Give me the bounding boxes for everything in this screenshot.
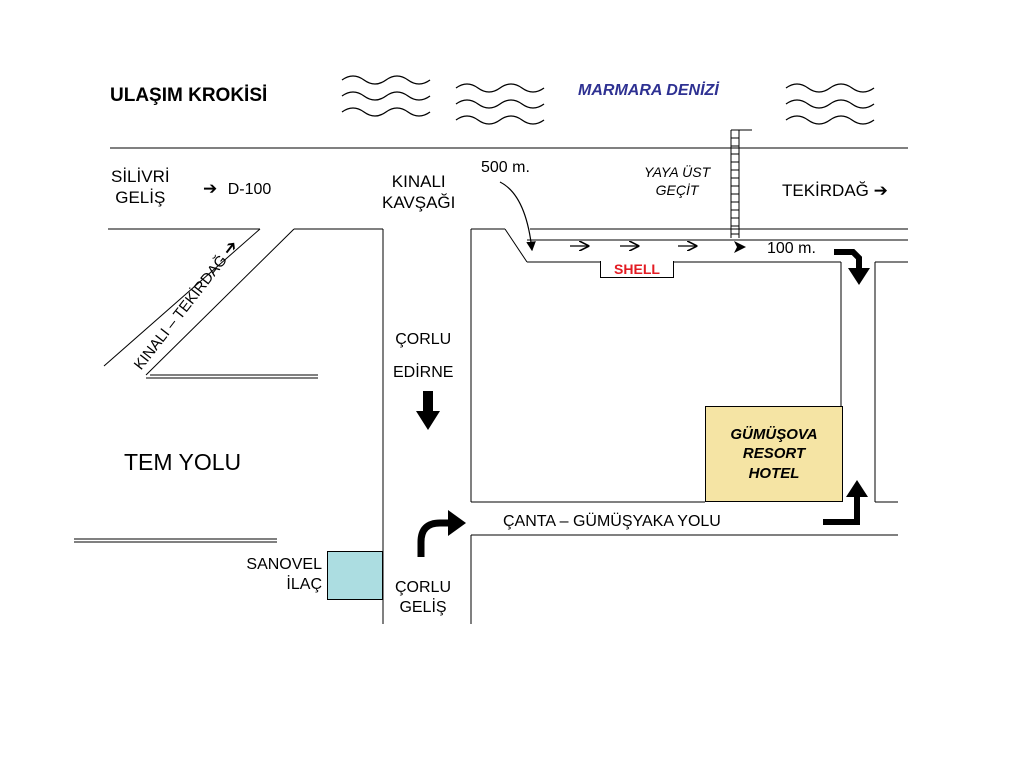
shell-station-label: SHELL [600, 261, 674, 278]
roads [74, 228, 908, 624]
turn-down-arrow-icon [834, 249, 870, 285]
arrow-down-icon [416, 391, 440, 430]
distance-500-label: 500 m. [481, 159, 530, 176]
wave-icon [785, 83, 875, 125]
sea-label: MARMARA DENİZİ [578, 82, 719, 99]
canta-road-label: ÇANTA – GÜMÜŞYAKA YOLU [503, 513, 721, 530]
turn-right-arrow-icon [417, 510, 466, 557]
map-title: ULAŞIM KROKİSİ [110, 85, 268, 106]
ladder-icon [730, 129, 752, 238]
hotel-box: GÜMÜŞOVA RESORT HOTEL [705, 406, 843, 502]
arrow-right-icon [734, 241, 746, 253]
wave-icon [341, 75, 431, 117]
sanovel-label: SANOVEL İLAÇ [246, 556, 322, 593]
corlu-gelis-label: ÇORLU GELİŞ [395, 579, 452, 616]
distance-100-label: 100 m. [767, 240, 816, 257]
tekirdag-label: TEKİRDAĞ ➔ [782, 181, 888, 200]
wave-icon [455, 83, 545, 125]
kinali-kavsagi-label: KINALI KAVŞAĞI [382, 172, 456, 213]
turn-up-arrow-icon [823, 480, 868, 525]
arrow-right-icon: ➔ [203, 179, 218, 198]
sanovel-building [327, 551, 383, 600]
arrow-right-icon: ➔ [873, 181, 888, 200]
tem-yolu-label: TEM YOLU [124, 449, 242, 475]
overpass-label: YAYA ÜST GEÇİT [644, 164, 711, 198]
d100-label: ➔ D-100 [203, 179, 272, 198]
silivri-label: SİLİVRİ GELİŞ [111, 167, 170, 208]
distance-pointer [499, 181, 536, 252]
corlu-edirne-label: ÇORLU EDİRNE [393, 331, 454, 381]
